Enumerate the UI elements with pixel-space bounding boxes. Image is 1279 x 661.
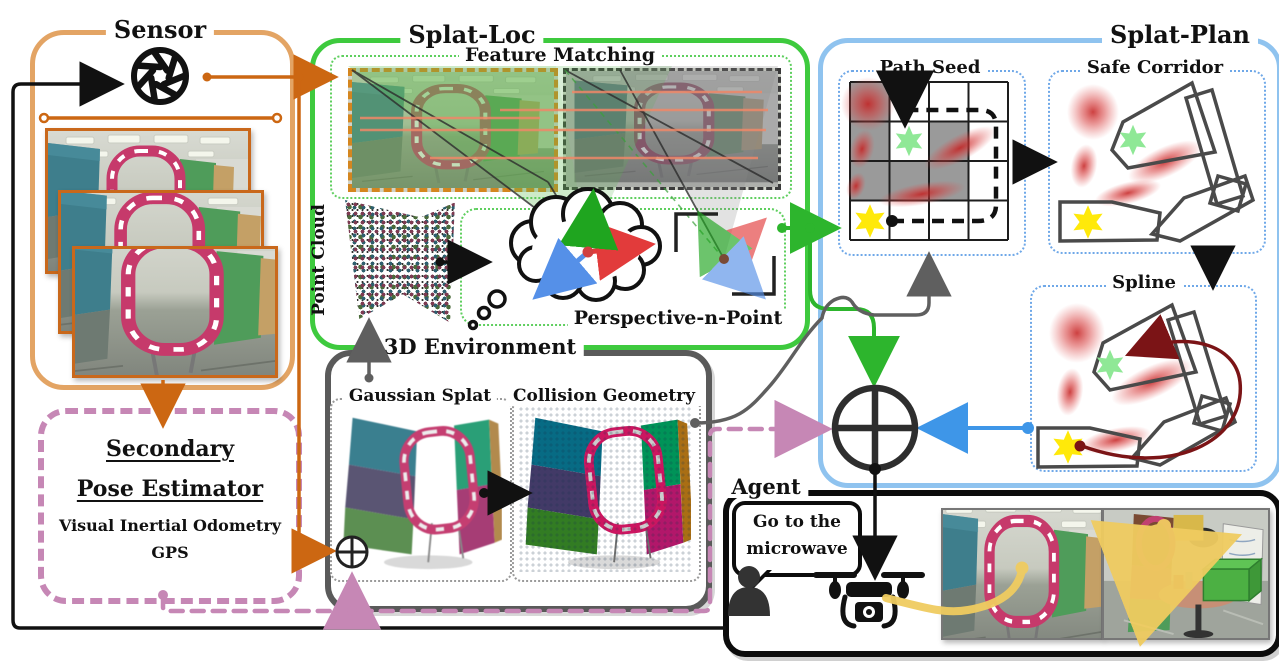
speech-line2: microwave bbox=[746, 539, 848, 559]
sensor-photo-3 bbox=[72, 246, 278, 378]
secondary-method-vio: Visual Inertial Odometry bbox=[58, 516, 282, 535]
safe-corridor-box bbox=[1048, 70, 1266, 254]
agent-goal-photo bbox=[1102, 508, 1270, 640]
secondary-title-line2: Pose Estimator bbox=[76, 476, 264, 502]
collision-geometry-title: Collision Geometry bbox=[506, 387, 702, 406]
safe-corridor-title: Safe Corridor bbox=[1080, 58, 1230, 78]
collision-geometry-render bbox=[518, 406, 691, 572]
feature-image-render bbox=[563, 68, 781, 190]
secondary-pose-box: Secondary Pose Estimator Visual Inertial… bbox=[38, 408, 302, 604]
secondary-title-line1: Secondary bbox=[106, 436, 234, 462]
speech-line1: Go to the bbox=[753, 512, 841, 532]
spline-title: Spline bbox=[1106, 273, 1182, 293]
pnp-title: Perspective-n-Point bbox=[567, 308, 789, 329]
gaussian-splat-title: Gaussian Splat bbox=[342, 387, 498, 406]
feature-image-query bbox=[348, 68, 558, 192]
gray-tint-overlay bbox=[566, 71, 778, 187]
sensor-title: Sensor bbox=[105, 17, 215, 42]
path-seed-box bbox=[838, 70, 1026, 256]
point-cloud-label: Point Cloud bbox=[309, 204, 329, 316]
splat-plan-title: Splat-Plan bbox=[1102, 22, 1258, 47]
environment-title: 3D Environment bbox=[375, 335, 585, 359]
green-tint-overlay bbox=[352, 72, 554, 188]
gaussian-splat-render bbox=[336, 406, 502, 572]
path-seed-title: Path Seed bbox=[873, 58, 987, 78]
feature-matching-title: Feature Matching bbox=[459, 45, 661, 66]
speech-bubble: Go to the microwave bbox=[732, 501, 862, 594]
splat-loc-title: Splat-Loc bbox=[400, 22, 544, 47]
agent-title: Agent bbox=[723, 475, 809, 499]
agent-view-photo bbox=[941, 508, 1103, 640]
secondary-method-gps: GPS bbox=[151, 543, 189, 562]
spline-box bbox=[1030, 285, 1257, 472]
